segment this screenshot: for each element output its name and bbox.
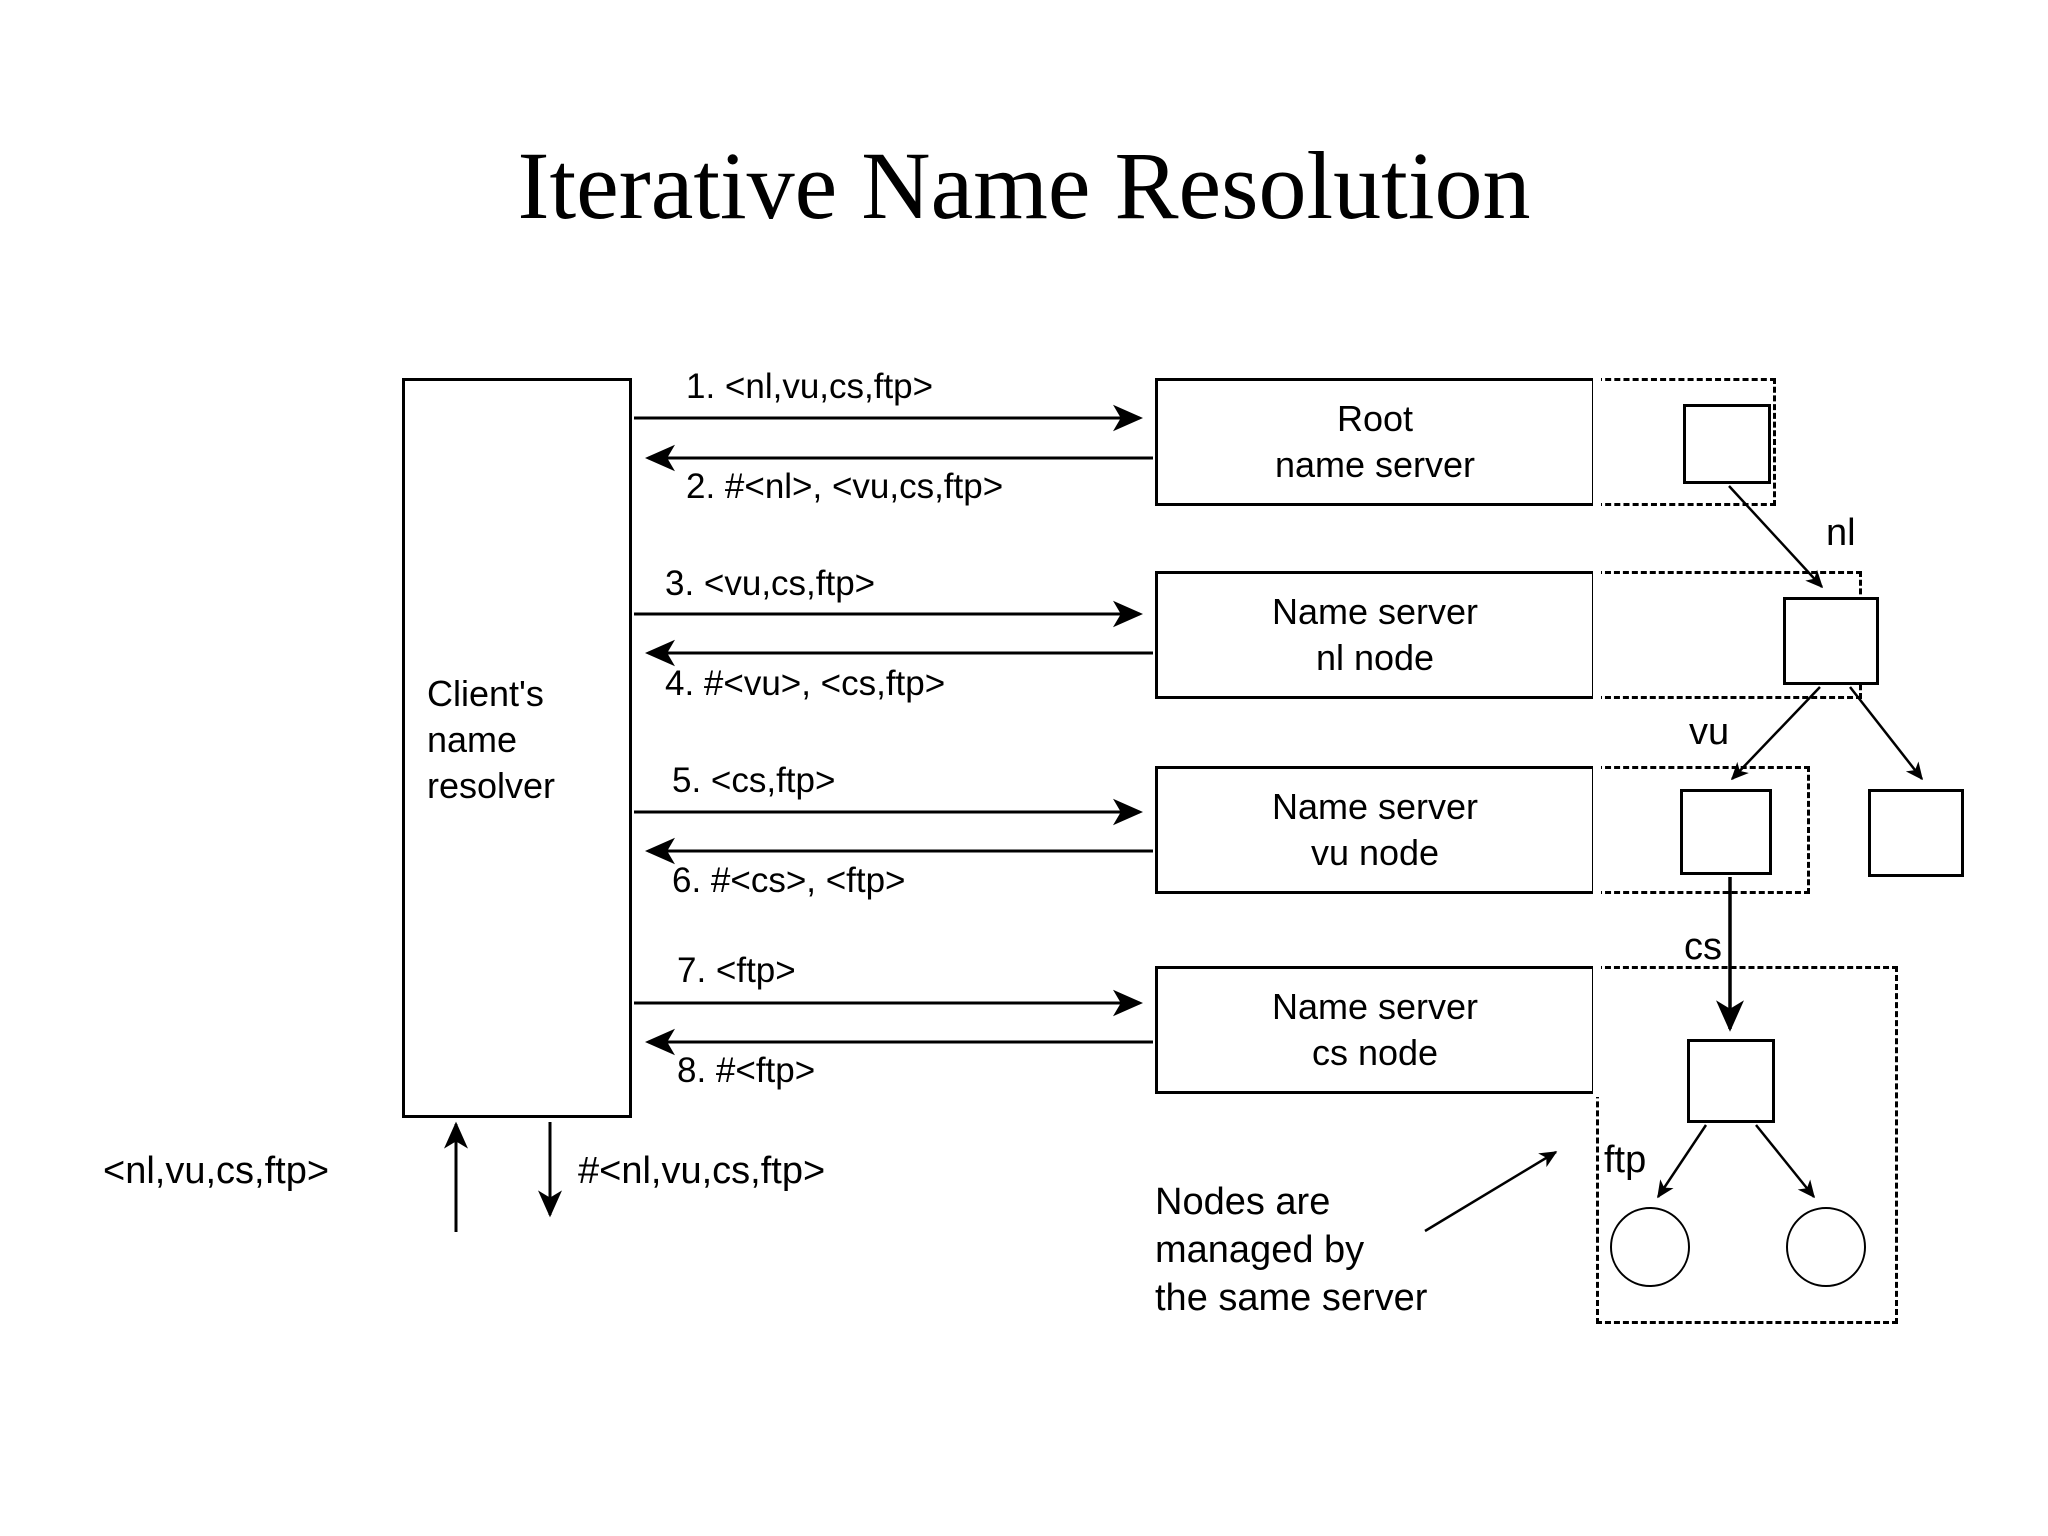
tree-edge-label-ftp: ftp bbox=[1604, 1139, 1647, 1181]
page-title: Iterative Name Resolution bbox=[517, 132, 1531, 239]
root-name-server-box[interactable]: Root name server bbox=[1155, 378, 1595, 506]
tree-node-nl-sibling[interactable] bbox=[1868, 789, 1964, 877]
client-request-label: <nl,vu,cs,ftp> bbox=[103, 1150, 330, 1192]
tree-edge-nl-to-sibling bbox=[1849, 686, 1923, 781]
zone-cs-dashed bbox=[1596, 966, 1898, 1324]
zone-vu-left-gap bbox=[1593, 763, 1601, 897]
message-label-8: 8. #<ftp> bbox=[677, 1051, 816, 1090]
tree-node-root[interactable] bbox=[1683, 404, 1771, 484]
zone-cs-left-gap bbox=[1593, 963, 1601, 1097]
client-response-label: #<nl,vu,cs,ftp> bbox=[578, 1150, 826, 1192]
zone-nl-left-gap bbox=[1593, 568, 1601, 702]
nl-name-server-label: Name server nl node bbox=[1271, 591, 1479, 678]
client-name-resolver-label: Client's name resolver bbox=[427, 673, 556, 806]
tree-node-vu[interactable] bbox=[1680, 789, 1772, 875]
root-name-server-label: Root name server bbox=[1274, 398, 1476, 485]
managed-by-note: Nodes are managed by the same server bbox=[1155, 1181, 1428, 1319]
client-name-resolver-box[interactable]: Client's name resolver bbox=[402, 378, 632, 1118]
arrow-note-pointer bbox=[1424, 1150, 1558, 1233]
vu-name-server-box[interactable]: Name server vu node bbox=[1155, 766, 1595, 894]
tree-node-nl[interactable] bbox=[1783, 597, 1879, 685]
message-label-7: 7. <ftp> bbox=[677, 951, 796, 990]
message-label-1: 1. <nl,vu,cs,ftp> bbox=[686, 367, 934, 406]
message-label-3: 3. <vu,cs,ftp> bbox=[665, 564, 876, 603]
tree-edge-label-vu: vu bbox=[1689, 711, 1730, 753]
tree-leaf-ftp-left[interactable] bbox=[1610, 1207, 1690, 1287]
message-label-2: 2. #<nl>, <vu,cs,ftp> bbox=[686, 467, 1004, 506]
message-label-6: 6. #<cs>, <ftp> bbox=[672, 861, 906, 900]
tree-node-cs[interactable] bbox=[1687, 1039, 1775, 1123]
message-label-5: 5. <cs,ftp> bbox=[672, 761, 836, 800]
vu-name-server-label: Name server vu node bbox=[1271, 786, 1479, 873]
tree-edge-label-cs: cs bbox=[1684, 926, 1722, 968]
cs-name-server-box[interactable]: Name server cs node bbox=[1155, 966, 1595, 1094]
tree-leaf-ftp-right[interactable] bbox=[1786, 1207, 1866, 1287]
cs-name-server-label: Name server cs node bbox=[1271, 986, 1479, 1073]
nl-name-server-box[interactable]: Name server nl node bbox=[1155, 571, 1595, 699]
message-label-4: 4. #<vu>, <cs,ftp> bbox=[665, 664, 946, 703]
zone-root-left-gap bbox=[1593, 375, 1601, 509]
tree-edge-label-nl: nl bbox=[1826, 512, 1856, 554]
